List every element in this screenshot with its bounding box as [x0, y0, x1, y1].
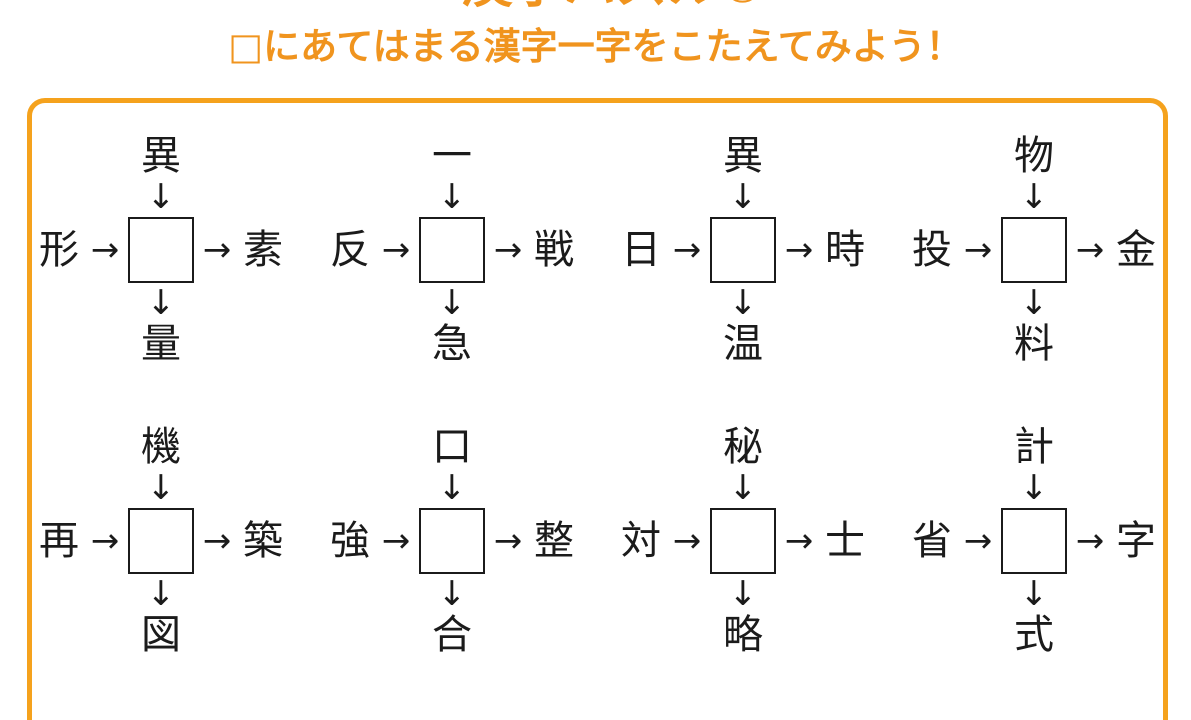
- puzzle-row-2: 機 ↓ 再 → → 築 ↓ 図 口 ↓ 強 → → 整 ↓ 合 秘 ↓ 対 →: [33, 425, 1162, 657]
- right-arrow-icon: →: [1075, 230, 1105, 270]
- right-arrow-icon: →: [1075, 521, 1105, 561]
- down-arrow-icon: ↓: [437, 574, 467, 614]
- puzzle-tile: 口 ↓ 強 → → 整 ↓ 合: [326, 425, 578, 657]
- right-arrow-icon: →: [493, 230, 523, 270]
- clue-kanji-right: 字: [1116, 518, 1156, 564]
- clue-kanji-bottom: 量: [141, 321, 181, 367]
- right-arrow-icon: →: [672, 230, 702, 270]
- clue-kanji-left: 投: [912, 227, 952, 273]
- puzzle-tile: 一 ↓ 反 → → 戦 ↓ 急: [326, 134, 578, 366]
- down-arrow-icon: ↓: [1019, 177, 1049, 217]
- down-arrow-icon: ↓: [146, 468, 176, 508]
- answer-box[interactable]: [710, 508, 776, 574]
- down-arrow-icon: ↓: [728, 283, 758, 323]
- right-arrow-icon: →: [202, 230, 232, 270]
- clue-kanji-top: 口: [432, 424, 472, 470]
- clue-kanji-right: 戦: [534, 227, 574, 273]
- down-arrow-icon: ↓: [1019, 468, 1049, 508]
- clue-kanji-left: 反: [330, 227, 370, 273]
- down-arrow-icon: ↓: [437, 283, 467, 323]
- down-arrow-icon: ↓: [728, 177, 758, 217]
- answer-box[interactable]: [128, 217, 194, 283]
- right-arrow-icon: →: [672, 521, 702, 561]
- clue-kanji-right: 士: [825, 518, 865, 564]
- clue-kanji-right: 金: [1116, 227, 1156, 273]
- clue-kanji-left: 日: [621, 227, 661, 273]
- down-arrow-icon: ↓: [437, 468, 467, 508]
- down-arrow-icon: ↓: [146, 177, 176, 217]
- clue-kanji-left: 再: [39, 518, 79, 564]
- clue-kanji-left: 強: [330, 518, 370, 564]
- puzzle-tile: 異 ↓ 日 → → 時 ↓ 温: [617, 134, 869, 366]
- puzzle-tile: 機 ↓ 再 → → 築 ↓ 図: [35, 425, 287, 657]
- puzzle-tile: 物 ↓ 投 → → 金 ↓ 料: [908, 134, 1160, 366]
- right-arrow-icon: →: [963, 230, 993, 270]
- right-arrow-icon: →: [963, 521, 993, 561]
- down-arrow-icon: ↓: [1019, 283, 1049, 323]
- answer-box[interactable]: [710, 217, 776, 283]
- answer-box[interactable]: [1001, 508, 1067, 574]
- right-arrow-icon: →: [784, 521, 814, 561]
- down-arrow-icon: ↓: [728, 574, 758, 614]
- clue-kanji-bottom: 温: [723, 321, 763, 367]
- down-arrow-icon: ↓: [146, 574, 176, 614]
- answer-box[interactable]: [1001, 217, 1067, 283]
- puzzle-board: 異 ↓ 形 → → 素 ↓ 量 一 ↓ 反 → → 戦 ↓ 急 異 ↓ 日 →: [27, 98, 1168, 720]
- puzzle-tile: 計 ↓ 省 → → 字 ↓ 式: [908, 425, 1160, 657]
- clue-kanji-right: 時: [825, 227, 865, 273]
- puzzle-tile: 秘 ↓ 対 → → 士 ↓ 略: [617, 425, 869, 657]
- answer-box[interactable]: [128, 508, 194, 574]
- right-arrow-icon: →: [202, 521, 232, 561]
- clue-kanji-left: 対: [621, 518, 661, 564]
- clue-kanji-top: 異: [141, 133, 181, 179]
- puzzle-row-1: 異 ↓ 形 → → 素 ↓ 量 一 ↓ 反 → → 戦 ↓ 急 異 ↓ 日 →: [33, 134, 1162, 366]
- clue-kanji-bottom: 図: [141, 612, 181, 658]
- clue-kanji-top: 秘: [723, 424, 763, 470]
- answer-box[interactable]: [419, 508, 485, 574]
- worksheet-title: 漢字パズル⑤: [460, 0, 764, 12]
- clue-kanji-right: 素: [243, 227, 283, 273]
- clue-kanji-top: 異: [723, 133, 763, 179]
- clue-kanji-bottom: 合: [432, 612, 472, 658]
- right-arrow-icon: →: [784, 230, 814, 270]
- clue-kanji-bottom: 急: [432, 321, 472, 367]
- clue-kanji-right: 築: [243, 518, 283, 564]
- clue-kanji-right: 整: [534, 518, 574, 564]
- right-arrow-icon: →: [90, 521, 120, 561]
- down-arrow-icon: ↓: [437, 177, 467, 217]
- clue-kanji-top: 一: [432, 133, 472, 179]
- down-arrow-icon: ↓: [1019, 574, 1049, 614]
- clue-kanji-bottom: 略: [723, 612, 763, 658]
- clue-kanji-bottom: 料: [1014, 321, 1054, 367]
- clue-kanji-left: 形: [39, 227, 79, 273]
- clue-kanji-top: 計: [1014, 424, 1054, 470]
- right-arrow-icon: →: [493, 521, 523, 561]
- right-arrow-icon: →: [381, 521, 411, 561]
- clue-kanji-top: 機: [141, 424, 181, 470]
- worksheet-subtitle: □にあてはまる漢字一字をこたえてみよう！: [228, 25, 963, 68]
- right-arrow-icon: →: [90, 230, 120, 270]
- down-arrow-icon: ↓: [728, 468, 758, 508]
- clue-kanji-bottom: 式: [1014, 612, 1054, 658]
- answer-box[interactable]: [419, 217, 485, 283]
- right-arrow-icon: →: [381, 230, 411, 270]
- puzzle-tile: 異 ↓ 形 → → 素 ↓ 量: [35, 134, 287, 366]
- down-arrow-icon: ↓: [146, 283, 176, 323]
- clue-kanji-left: 省: [912, 518, 952, 564]
- clue-kanji-top: 物: [1014, 133, 1054, 179]
